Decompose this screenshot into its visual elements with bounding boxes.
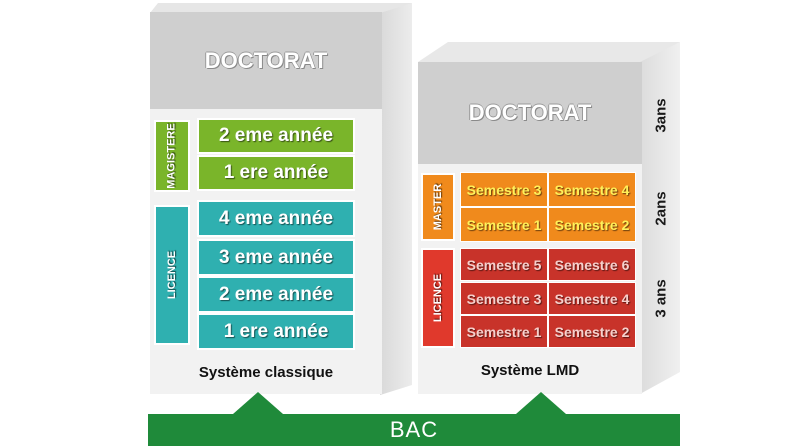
licence-classic-row: 3 eme année [197,239,355,276]
licence-classic-label-box: LICENCE [154,205,190,345]
master-semester: Semestre 2 [548,207,636,242]
master-label-box: MASTER [421,173,455,241]
magistere-label: MAGISTERE [166,123,178,189]
lmd-block-side-face [640,42,680,394]
lmd-block-top-face [418,42,680,62]
lmd-system-label: Système LMD [480,361,580,379]
classic-doctorat-box: DOCTORAT [150,12,382,109]
classic-system-label: Système classique [198,363,334,381]
classic-block-side-face [380,3,412,395]
licence-classic-row: 2 eme année [197,276,355,313]
licence-lmd-semester: Semestre 2 [548,315,636,348]
licence-duration-label: 3 ans [652,278,670,318]
magistere-row: 1 ere année [197,155,355,191]
master-label: MASTER [432,183,445,231]
licence-classic-row: 4 eme année [197,200,355,237]
master-duration-label: 2ans [652,190,670,226]
magistere-row: 2 eme année [197,118,355,154]
lmd-doctorat-box: DOCTORAT [418,62,642,164]
classic-block-top-face [150,3,412,13]
classic-up-arrow [233,392,283,414]
master-semester: Semestre 1 [460,207,548,242]
classic-doctorat-label: DOCTORAT [204,47,328,73]
lmd-doctorat-label: DOCTORAT [468,100,592,125]
licence-lmd-semester: Semestre 3 [460,282,548,315]
magistere-label-box: MAGISTERE [154,120,190,192]
licence-lmd-label-box: LICENCE [421,248,455,348]
doctorat-duration-label: 3ans [652,97,670,133]
bac-label: BAC [389,417,439,442]
licence-lmd-semester: Semestre 4 [548,282,636,315]
master-semester: Semestre 4 [548,172,636,207]
licence-lmd-semester: Semestre 6 [548,248,636,281]
bac-bar: BAC [148,414,680,446]
licence-classic-label: LICENCE [166,250,178,300]
licence-classic-row: 1 ere année [197,313,355,350]
lmd-up-arrow [516,392,566,414]
master-semester: Semestre 3 [460,172,548,207]
licence-lmd-semester: Semestre 1 [460,315,548,348]
licence-lmd-semester: Semestre 5 [460,248,548,281]
licence-lmd-label: LICENCE [432,273,444,323]
